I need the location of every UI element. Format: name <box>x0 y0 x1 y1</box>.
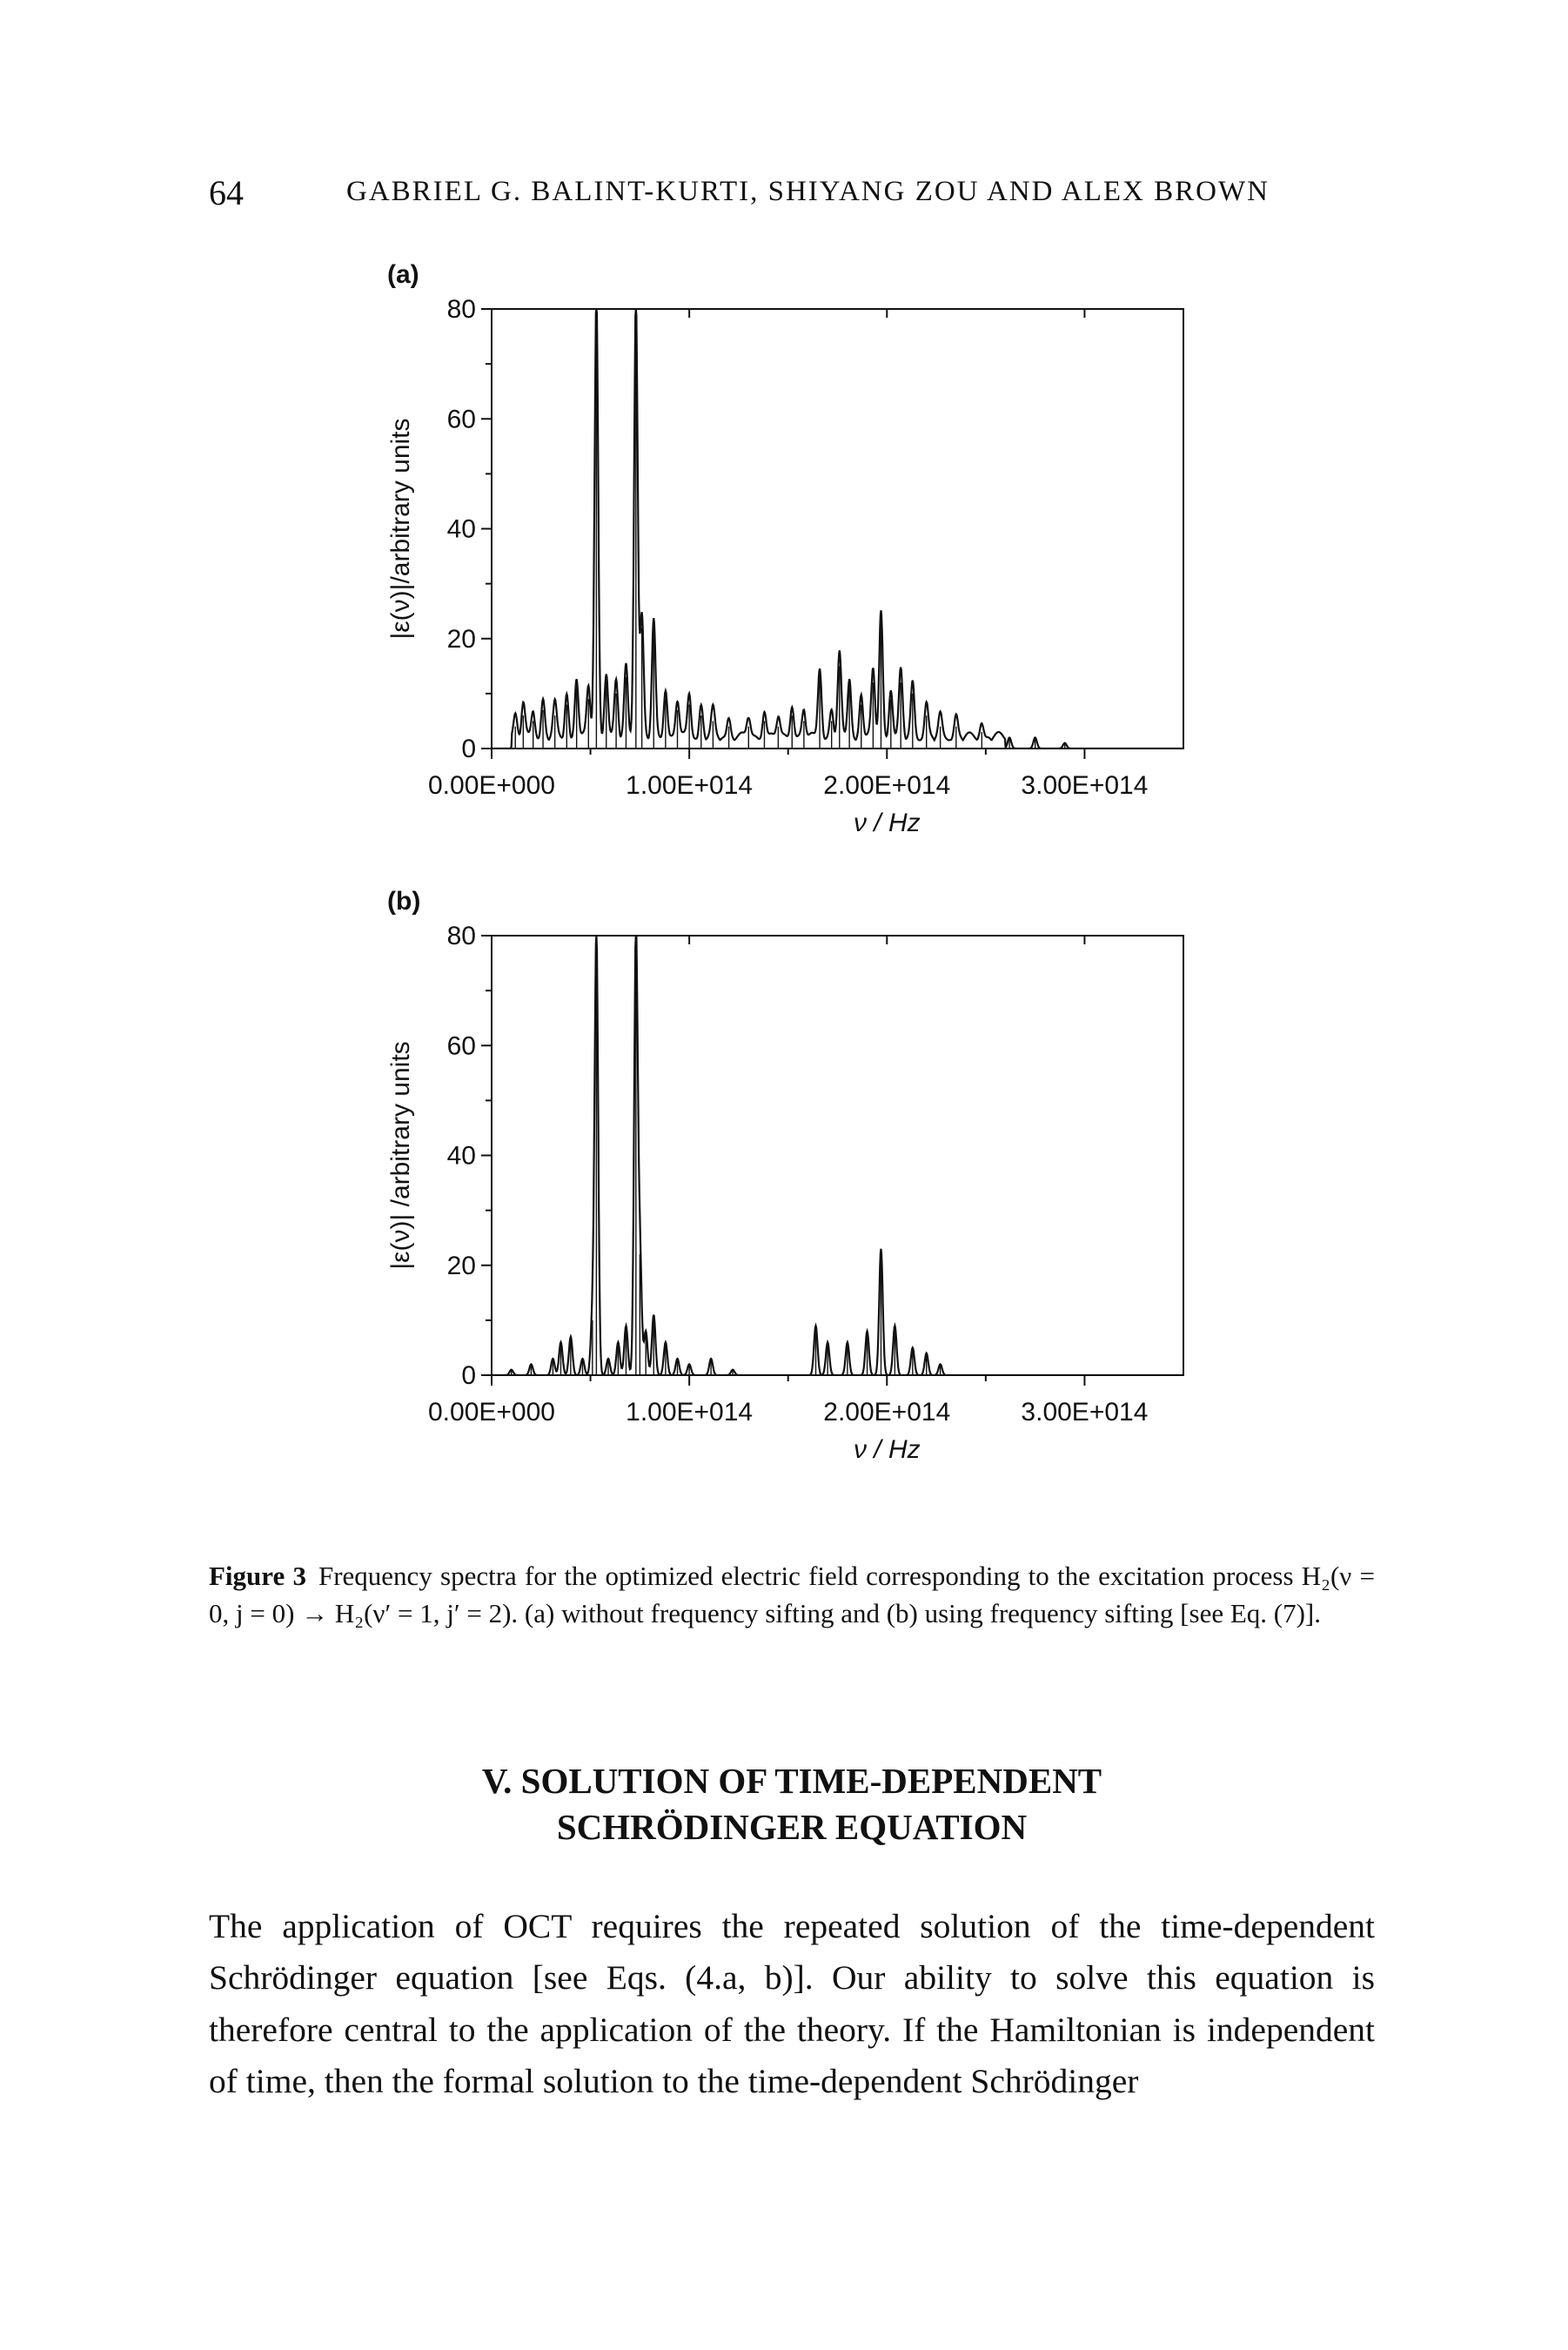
x-tick-label: 2.00E+014 <box>823 771 950 800</box>
x-axis-label: ν / Hz <box>854 809 921 837</box>
caption-text: Frequency spectra for the optimized elec… <box>209 1561 1375 1628</box>
y-axis-label: |ε(ν)|/arbitrary units <box>386 418 415 639</box>
y-tick-label: 20 <box>447 625 476 654</box>
x-tick-label: 3.00E+014 <box>1021 1398 1148 1427</box>
y-axis-label: |ε(ν)| /arbitrary units <box>386 1041 415 1269</box>
body-paragraph: The application of OCT requires the repe… <box>209 1907 1375 2100</box>
y-tick-label: 0 <box>461 1361 476 1390</box>
section-heading: V. SOLUTION OF TIME-DEPENDENT SCHRÖDINGE… <box>209 1758 1375 1851</box>
y-tick-label: 60 <box>447 1031 476 1060</box>
section-heading-line-2: SCHRÖDINGER EQUATION <box>556 1807 1028 1848</box>
x-axis-label: ν / Hz <box>854 1435 921 1464</box>
x-tick-label: 2.00E+014 <box>823 1398 950 1427</box>
page-number: 64 <box>209 173 244 212</box>
spectrum-series <box>492 309 1183 749</box>
y-tick-label: 60 <box>447 405 476 433</box>
x-tick-label: 0.00E+000 <box>428 1398 555 1427</box>
spectrum-series <box>492 936 1183 1375</box>
y-tick-label: 40 <box>447 1142 476 1171</box>
running-head-authors: GABRIEL G. BALINT-KURTI, SHIYANG ZOU AND… <box>346 176 1270 207</box>
x-tick-label: 3.00E+014 <box>1021 771 1148 800</box>
x-tick-label: 1.00E+014 <box>626 1398 753 1427</box>
section-heading-line-1: V. SOLUTION OF TIME-DEPENDENT <box>481 1761 1102 1801</box>
caption-label: Figure 3 <box>209 1561 306 1591</box>
x-tick-label: 1.00E+014 <box>626 771 753 800</box>
y-tick-label: 80 <box>447 922 476 950</box>
figure-3: (a) 0 20 40 60 80 0.00E+000 1.00E+014 2.00E+014 3… <box>348 248 1218 1532</box>
panel-a: (a) 0 20 40 60 80 0.00E+000 1.00E+014 2.00E+014 3… <box>386 260 1184 837</box>
y-tick-label: 80 <box>447 295 476 324</box>
y-tick-label: 20 <box>447 1252 476 1280</box>
panel-label: (a) <box>387 260 419 289</box>
y-tick-label: 40 <box>447 515 476 544</box>
y-tick-label: 0 <box>461 735 476 763</box>
x-tick-label: 0.00E+000 <box>428 771 555 800</box>
running-head: 64 GABRIEL G. BALINT-KURTI, SHIYANG ZOU … <box>209 172 1366 216</box>
panel-label: (b) <box>387 887 420 916</box>
panel-b: (b) 0 20 40 60 80 0.00E+000 1.00E+014 2.00E+014 3… <box>386 887 1184 1464</box>
figure-3-svg: (a) 0 20 40 60 80 0.00E+000 1.00E+014 2.00E+014 3… <box>386 260 1184 1464</box>
